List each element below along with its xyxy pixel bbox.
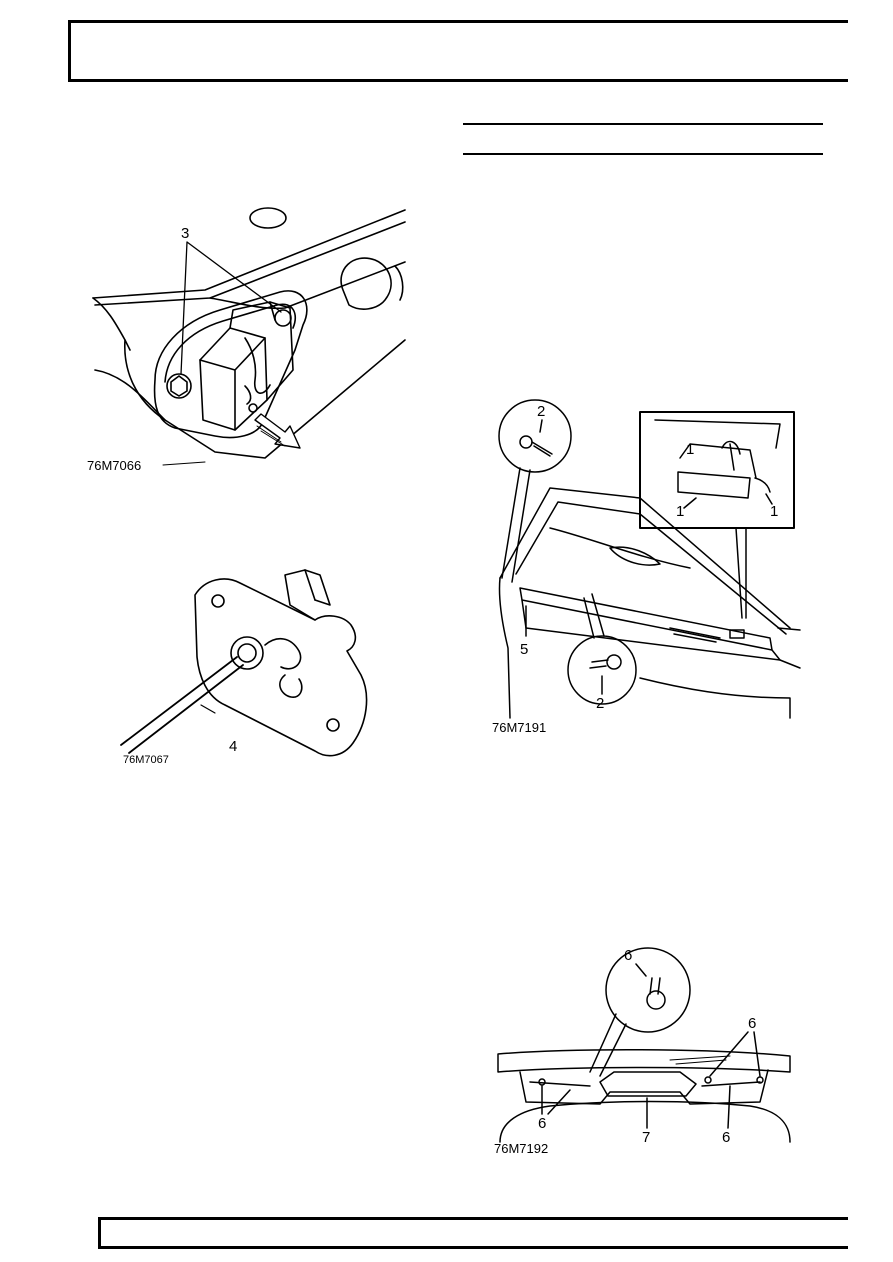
- fig3-callout-1-b: 1: [676, 503, 684, 520]
- fig1-ref: 76M7066: [87, 458, 141, 473]
- fig1-callout-3: 3: [181, 225, 189, 242]
- fig3-callout-1-a: 1: [686, 441, 694, 458]
- fig3-ref: 76M7191: [492, 720, 546, 735]
- figure-latch-cable: 4 76M7067: [120, 569, 368, 766]
- fig4-callout-6-inset: 6: [624, 947, 632, 964]
- figure-latch-striker: 3 76M7066: [87, 207, 406, 473]
- fig4-callout-7: 7: [642, 1129, 650, 1146]
- fig3-callout-1-c: 1: [770, 503, 778, 520]
- figure-tailgate-lamp: 2 1 1 1 5 2 76M7191: [492, 399, 801, 735]
- fig4-ref: 76M7192: [494, 1141, 548, 1156]
- fig3-callout-2-top: 2: [537, 403, 545, 420]
- figure-tailgate-trim: 6 6 6 7 6 76M7192: [494, 947, 791, 1156]
- section-rule-top: [463, 123, 823, 125]
- fig4-callout-6-top-right: 6: [748, 1015, 756, 1032]
- footer-box: [98, 1217, 848, 1249]
- section-rule-bottom: [463, 153, 823, 155]
- fig2-ref: 76M7067: [123, 754, 169, 766]
- fig3-callout-2-bottom: 2: [596, 695, 604, 712]
- fig4-callout-6-bottom-left: 6: [538, 1115, 546, 1132]
- fig3-callout-5: 5: [520, 641, 528, 658]
- fig4-callout-6-bottom-right: 6: [722, 1129, 730, 1146]
- header-box: [68, 20, 848, 82]
- fig2-callout-4: 4: [229, 738, 237, 755]
